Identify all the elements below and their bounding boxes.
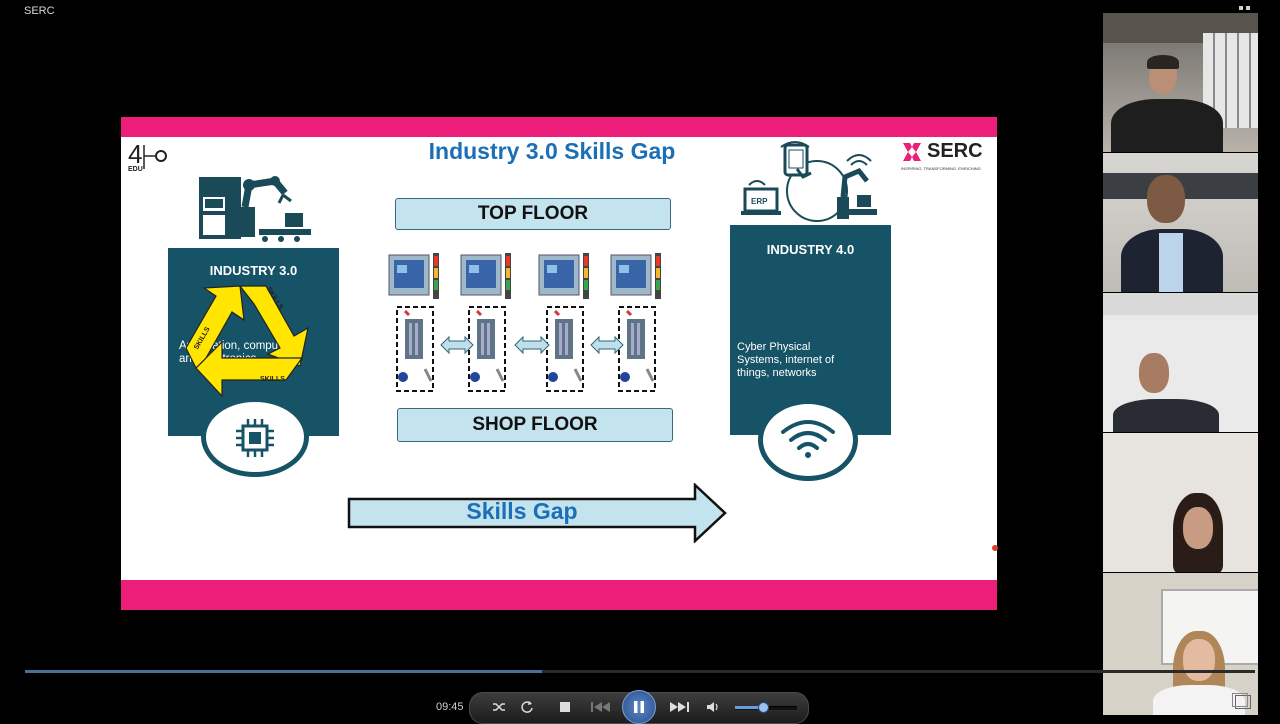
next-button[interactable] [662,693,696,721]
expand-icon[interactable] [1235,695,1251,709]
top-pink-bar [121,117,997,137]
next-icon [670,702,689,712]
industry4-description-line1: Cyber Physical [737,341,811,353]
participant-video-2[interactable] [1103,153,1258,292]
skills-label-3: SKILLS [260,376,285,383]
repeat-button[interactable] [516,693,538,721]
seek-bar[interactable] [25,670,1255,673]
avatar-head [1147,175,1185,223]
elapsed-time: 09:45 [436,701,464,713]
previous-button[interactable] [584,693,618,721]
avatar-shirt [1159,233,1183,292]
wifi-icon [781,420,835,458]
avatar-head [1183,507,1213,549]
shuffle-button[interactable] [488,693,510,721]
seek-bar-progress [25,670,542,673]
industry3-heading: INDUSTRY 3.0 [209,263,298,278]
shop-floor-label: SHOP FLOOR [397,408,673,442]
volume-slider-fill [735,706,763,709]
playback-controls [469,690,809,724]
previous-icon [591,702,610,712]
erp-label: ERP [751,197,768,206]
skills-gap-arrow: Skills Gap [347,482,729,544]
participant-video-5[interactable] [1103,573,1258,715]
stop-button[interactable] [554,693,576,721]
robot-arm-icon [195,173,315,243]
bottom-pink-bar [121,580,997,610]
pointer-dot [992,545,998,551]
presentation-slide: 4 EDU Industry 3.0 Skills Gap SERC INSPI… [121,117,998,610]
serc-logo: SERC INSPIRING. TRANSFORMING. ENRICHING. [901,139,991,173]
mute-button[interactable] [704,693,722,721]
participant-video-4[interactable] [1103,433,1258,572]
pause-button[interactable] [622,690,656,724]
industry4-heading: INDUSTRY 4.0 [766,242,855,257]
svg-text:EDU: EDU [128,166,143,173]
shuffle-icon [493,703,505,711]
chip-circle [201,397,309,477]
participant-video-3[interactable] [1103,293,1258,432]
shop-floor-machines [387,251,677,395]
window-title: SERC [24,5,55,17]
volume-icon [707,702,718,712]
volume-knob[interactable] [757,702,769,713]
cpu-chip-icon [236,419,274,457]
avatar-body [1153,685,1245,715]
top-floor-label: TOP FLOOR [395,198,671,230]
participant-video-1[interactable] [1103,13,1258,152]
serc-logo-name: SERC [927,140,983,162]
stop-icon [560,702,570,712]
connected-factory-icon: ERP [741,139,881,225]
wifi-circle [758,399,858,481]
avatar-body [1113,399,1219,432]
serc-mark-icon [903,143,921,161]
pause-icon [634,701,644,713]
avatar-head [1139,353,1169,393]
avatar-head [1183,639,1215,681]
edu-logo: 4 EDU [126,139,168,173]
industry4-description-line3: things, networks [737,367,817,379]
fullscreen-icon[interactable] [1232,693,1248,707]
slide-title: Industry 3.0 Skills Gap [428,138,676,164]
skills-gap-label: Skills Gap [466,498,578,524]
repeat-icon [521,701,533,713]
avatar-body [1111,99,1223,152]
avatar-hair [1147,55,1179,69]
background-ceiling [1103,293,1258,315]
svg-text:4: 4 [128,139,142,169]
industry4-description-line2: Systems, internet of [737,354,835,366]
serc-logo-tagline: INSPIRING. TRANSFORMING. ENRICHING. [901,166,982,171]
skills-cycle-icon [185,285,309,398]
